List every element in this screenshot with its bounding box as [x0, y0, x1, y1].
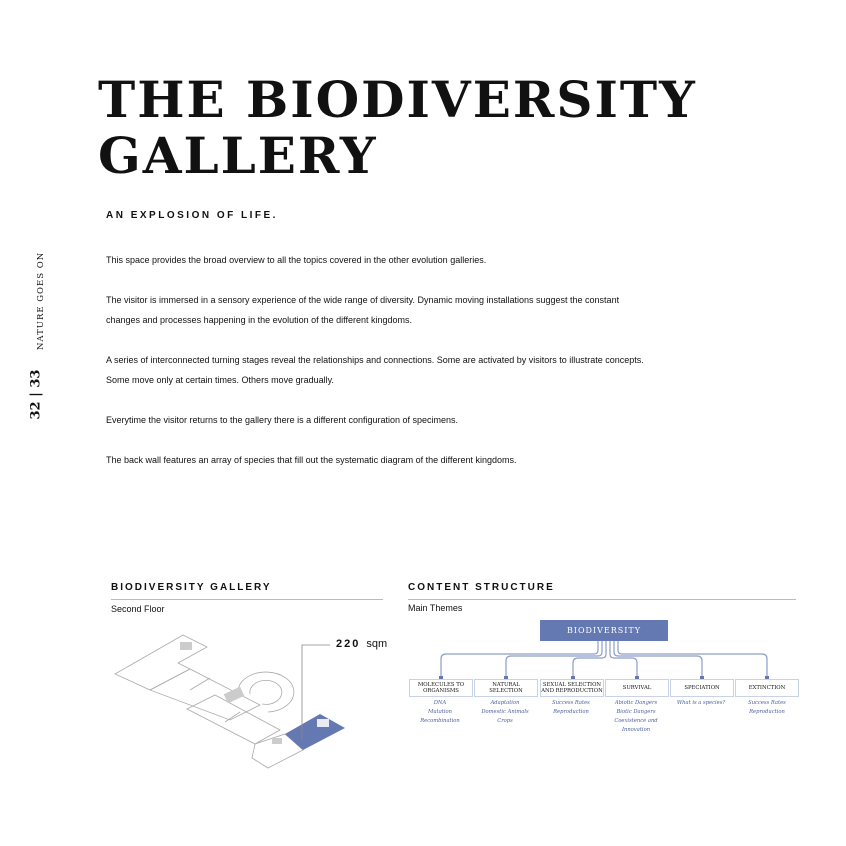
theme-items: DNA Mutation Recombination: [408, 699, 472, 726]
paragraph: A series of interconnected turning stage…: [106, 355, 644, 385]
paragraph: This space provides the broad overview t…: [106, 255, 487, 265]
subtitle: AN EXPLOSION OF LIFE.: [106, 210, 278, 221]
title-line-1: THE BIODIVERSITY: [98, 70, 697, 129]
item: Coexistence and: [614, 718, 658, 724]
item: Abiotic Dangers: [614, 700, 658, 706]
tree-connectors: [440, 641, 768, 679]
item: Mutation: [427, 709, 453, 715]
item: Biotic Dangers: [616, 709, 656, 715]
item: Innovation: [621, 727, 651, 733]
theme-node: NATURAL SELECTION: [474, 679, 538, 697]
paragraph: Everytime the visitor returns to the gal…: [106, 415, 459, 425]
divider: [111, 599, 383, 600]
item: Success Rates: [748, 700, 786, 706]
paragraph: The back wall features an array of speci…: [106, 455, 517, 465]
theme-items: What is a species?: [669, 699, 733, 708]
item: Domestic Animals: [481, 709, 529, 715]
theme-node: SPECIATION: [670, 679, 734, 697]
theme-node: SURVIVAL: [605, 679, 669, 697]
theme-node: SEXUAL SELECTION AND REPRODUCTION: [540, 679, 604, 697]
theme-node: MOLECULES TO ORGANISMS: [409, 679, 473, 697]
item: Reproduction: [553, 709, 589, 715]
title-line-2: GALLERY: [98, 126, 378, 185]
theme-items: Adaptation Domestic Animals Crops: [473, 699, 537, 726]
area-label: 220 sqm: [336, 638, 387, 650]
paragraph: The visitor is immersed in a sensory exp…: [106, 295, 620, 325]
item: Crops: [497, 718, 513, 724]
page-title: THE BIODIVERSITY GALLERY: [98, 72, 697, 184]
body-text: This space provides the broad overview t…: [106, 250, 646, 490]
themes-label: Main Themes: [408, 603, 463, 613]
theme-node: EXTINCTION: [735, 679, 799, 697]
item: What is a species?: [676, 700, 726, 706]
gallery-heading: BIODIVERSITY GALLERY: [111, 582, 272, 593]
floor-label: Second Floor: [111, 604, 165, 614]
item: DNA: [433, 700, 447, 706]
item: Recombination: [420, 718, 460, 724]
theme-items: Success Rates Reproduction: [539, 699, 603, 717]
divider: [408, 599, 796, 600]
area-value: 220: [336, 638, 361, 650]
root-node: BIODIVERSITY: [540, 620, 668, 641]
item: Success Rates: [552, 700, 590, 706]
structure-heading: CONTENT STRUCTURE: [408, 582, 555, 593]
area-unit: sqm: [366, 638, 388, 650]
item: Reproduction: [749, 709, 785, 715]
item: Adaptation: [490, 700, 520, 706]
theme-items: Abiotic Dangers Biotic Dangers Coexisten…: [604, 699, 668, 735]
theme-items: Success Rates Reproduction: [735, 699, 799, 717]
